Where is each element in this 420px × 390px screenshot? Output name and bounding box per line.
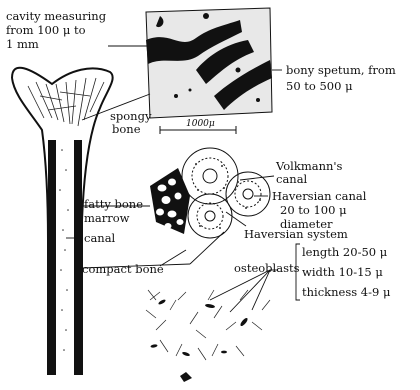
haversian-system <box>150 148 270 238</box>
label-scale: 1000μ <box>186 118 215 130</box>
label-septum-line2: 50 to 500 μ <box>286 80 353 92</box>
label-cavity-line3: 1 mm <box>6 38 39 50</box>
label-length: length 20-50 μ <box>302 246 387 258</box>
label-fatty-line1: fatty bone <box>84 198 143 210</box>
label-spongy-line2: bone <box>112 123 141 135</box>
label-haversian-canal-line1: Haversian canal <box>272 190 366 202</box>
label-thickness: thickness 4-9 μ <box>302 286 390 298</box>
label-cavity-line1: cavity measuring <box>6 10 106 22</box>
spongy-bone-enlargement <box>146 8 272 118</box>
osteocyte-cells <box>150 299 248 382</box>
label-septum-line1: bony spetum, from <box>286 64 396 76</box>
label-volkmann-line2: canal <box>276 173 307 185</box>
label-canal: canal <box>84 232 115 244</box>
marrow-dots <box>59 149 69 351</box>
spongy-bone-texture <box>28 78 104 126</box>
label-volkmann-line1: Volkmann's <box>276 160 342 172</box>
compact-bone-walls <box>48 140 82 375</box>
label-compact-bone: compact bone <box>82 263 164 275</box>
label-fatty-line2: marrow <box>84 212 130 224</box>
label-haversian-canal-line2: 20 to 100 μ <box>280 204 347 216</box>
label-haversian-system: Haversian system <box>244 228 348 240</box>
label-spongy-line1: spongy <box>110 110 151 122</box>
label-width: width 10-15 μ <box>302 266 383 278</box>
label-osteoblasts: osteoblasts <box>234 262 300 274</box>
label-cavity-line2: from 100 μ to <box>6 24 86 36</box>
